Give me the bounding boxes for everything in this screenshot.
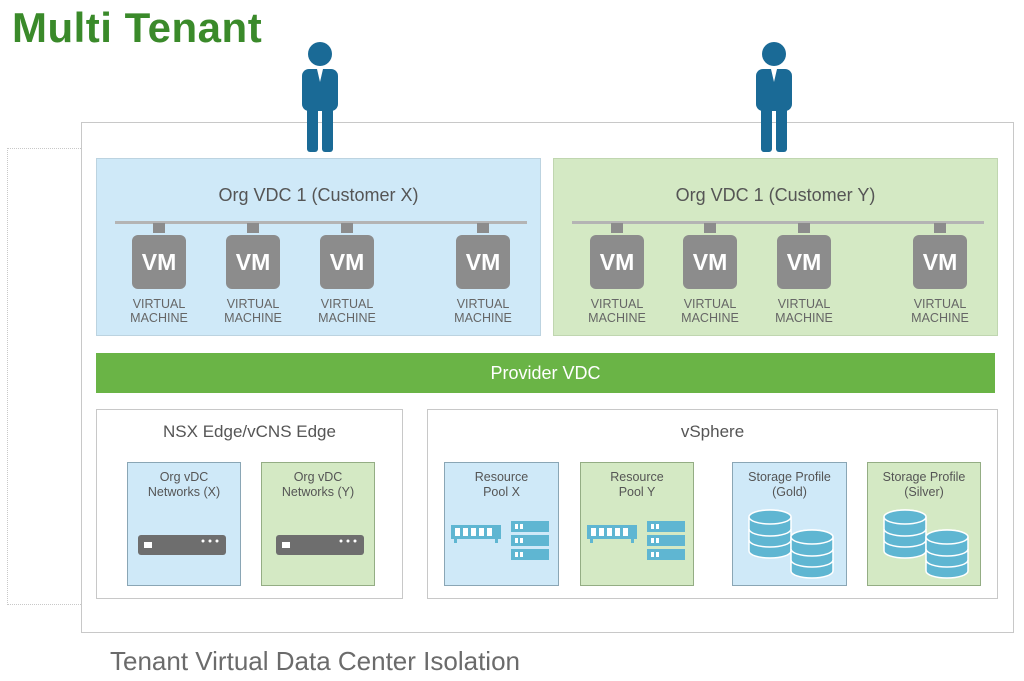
dotted-bracket (7, 148, 81, 605)
vm-connector (704, 223, 716, 233)
vm-icon: VM (590, 235, 644, 289)
vm-connector (153, 223, 165, 233)
vm-icon: VM (226, 235, 280, 289)
network-appliance-icon (138, 535, 226, 555)
vm-connector (477, 223, 489, 233)
vm-icon: VM (777, 235, 831, 289)
vm-connector (611, 223, 623, 233)
page-title: Multi Tenant (12, 4, 263, 51)
vm-connector (934, 223, 946, 233)
provider-vdc-bar: Provider VDC (96, 353, 995, 393)
storage-profile-gold-card: Storage Profile(Gold) (732, 462, 847, 586)
vm-icon: VM (913, 235, 967, 289)
memory-server-icon (587, 521, 685, 560)
vm-connector (247, 223, 259, 233)
tenant-x-person-icon (302, 42, 338, 152)
vm-icon: VM (320, 235, 374, 289)
database-icon (883, 509, 969, 579)
nsx-edge-title: NSX Edge/vCNS Edge (163, 422, 336, 441)
tenant-y-person-icon (756, 42, 792, 152)
vm-icon: VM (683, 235, 737, 289)
vm-connector (341, 223, 353, 233)
network-appliance-icon (276, 535, 364, 555)
card-label: Storage Profile(Gold) (748, 470, 831, 499)
network-bus (115, 221, 527, 224)
vm-connector (798, 223, 810, 233)
storage-profile-silver-card: Storage Profile(Silver) (867, 462, 981, 586)
card-label: Storage Profile(Silver) (882, 470, 966, 499)
memory-server-icon (451, 521, 549, 560)
vsphere-title: vSphere (680, 422, 745, 441)
database-icon (748, 509, 834, 579)
vm-icon: VM (132, 235, 186, 289)
org-vdc-y-title: Org VDC 1 (Customer Y) (675, 185, 876, 205)
network-bus (572, 221, 984, 224)
diagram-caption: Tenant Virtual Data Center Isolation (110, 646, 520, 676)
vm-icon: VM (456, 235, 510, 289)
org-vdc-x-title: Org VDC 1 (Customer X) (218, 185, 419, 205)
